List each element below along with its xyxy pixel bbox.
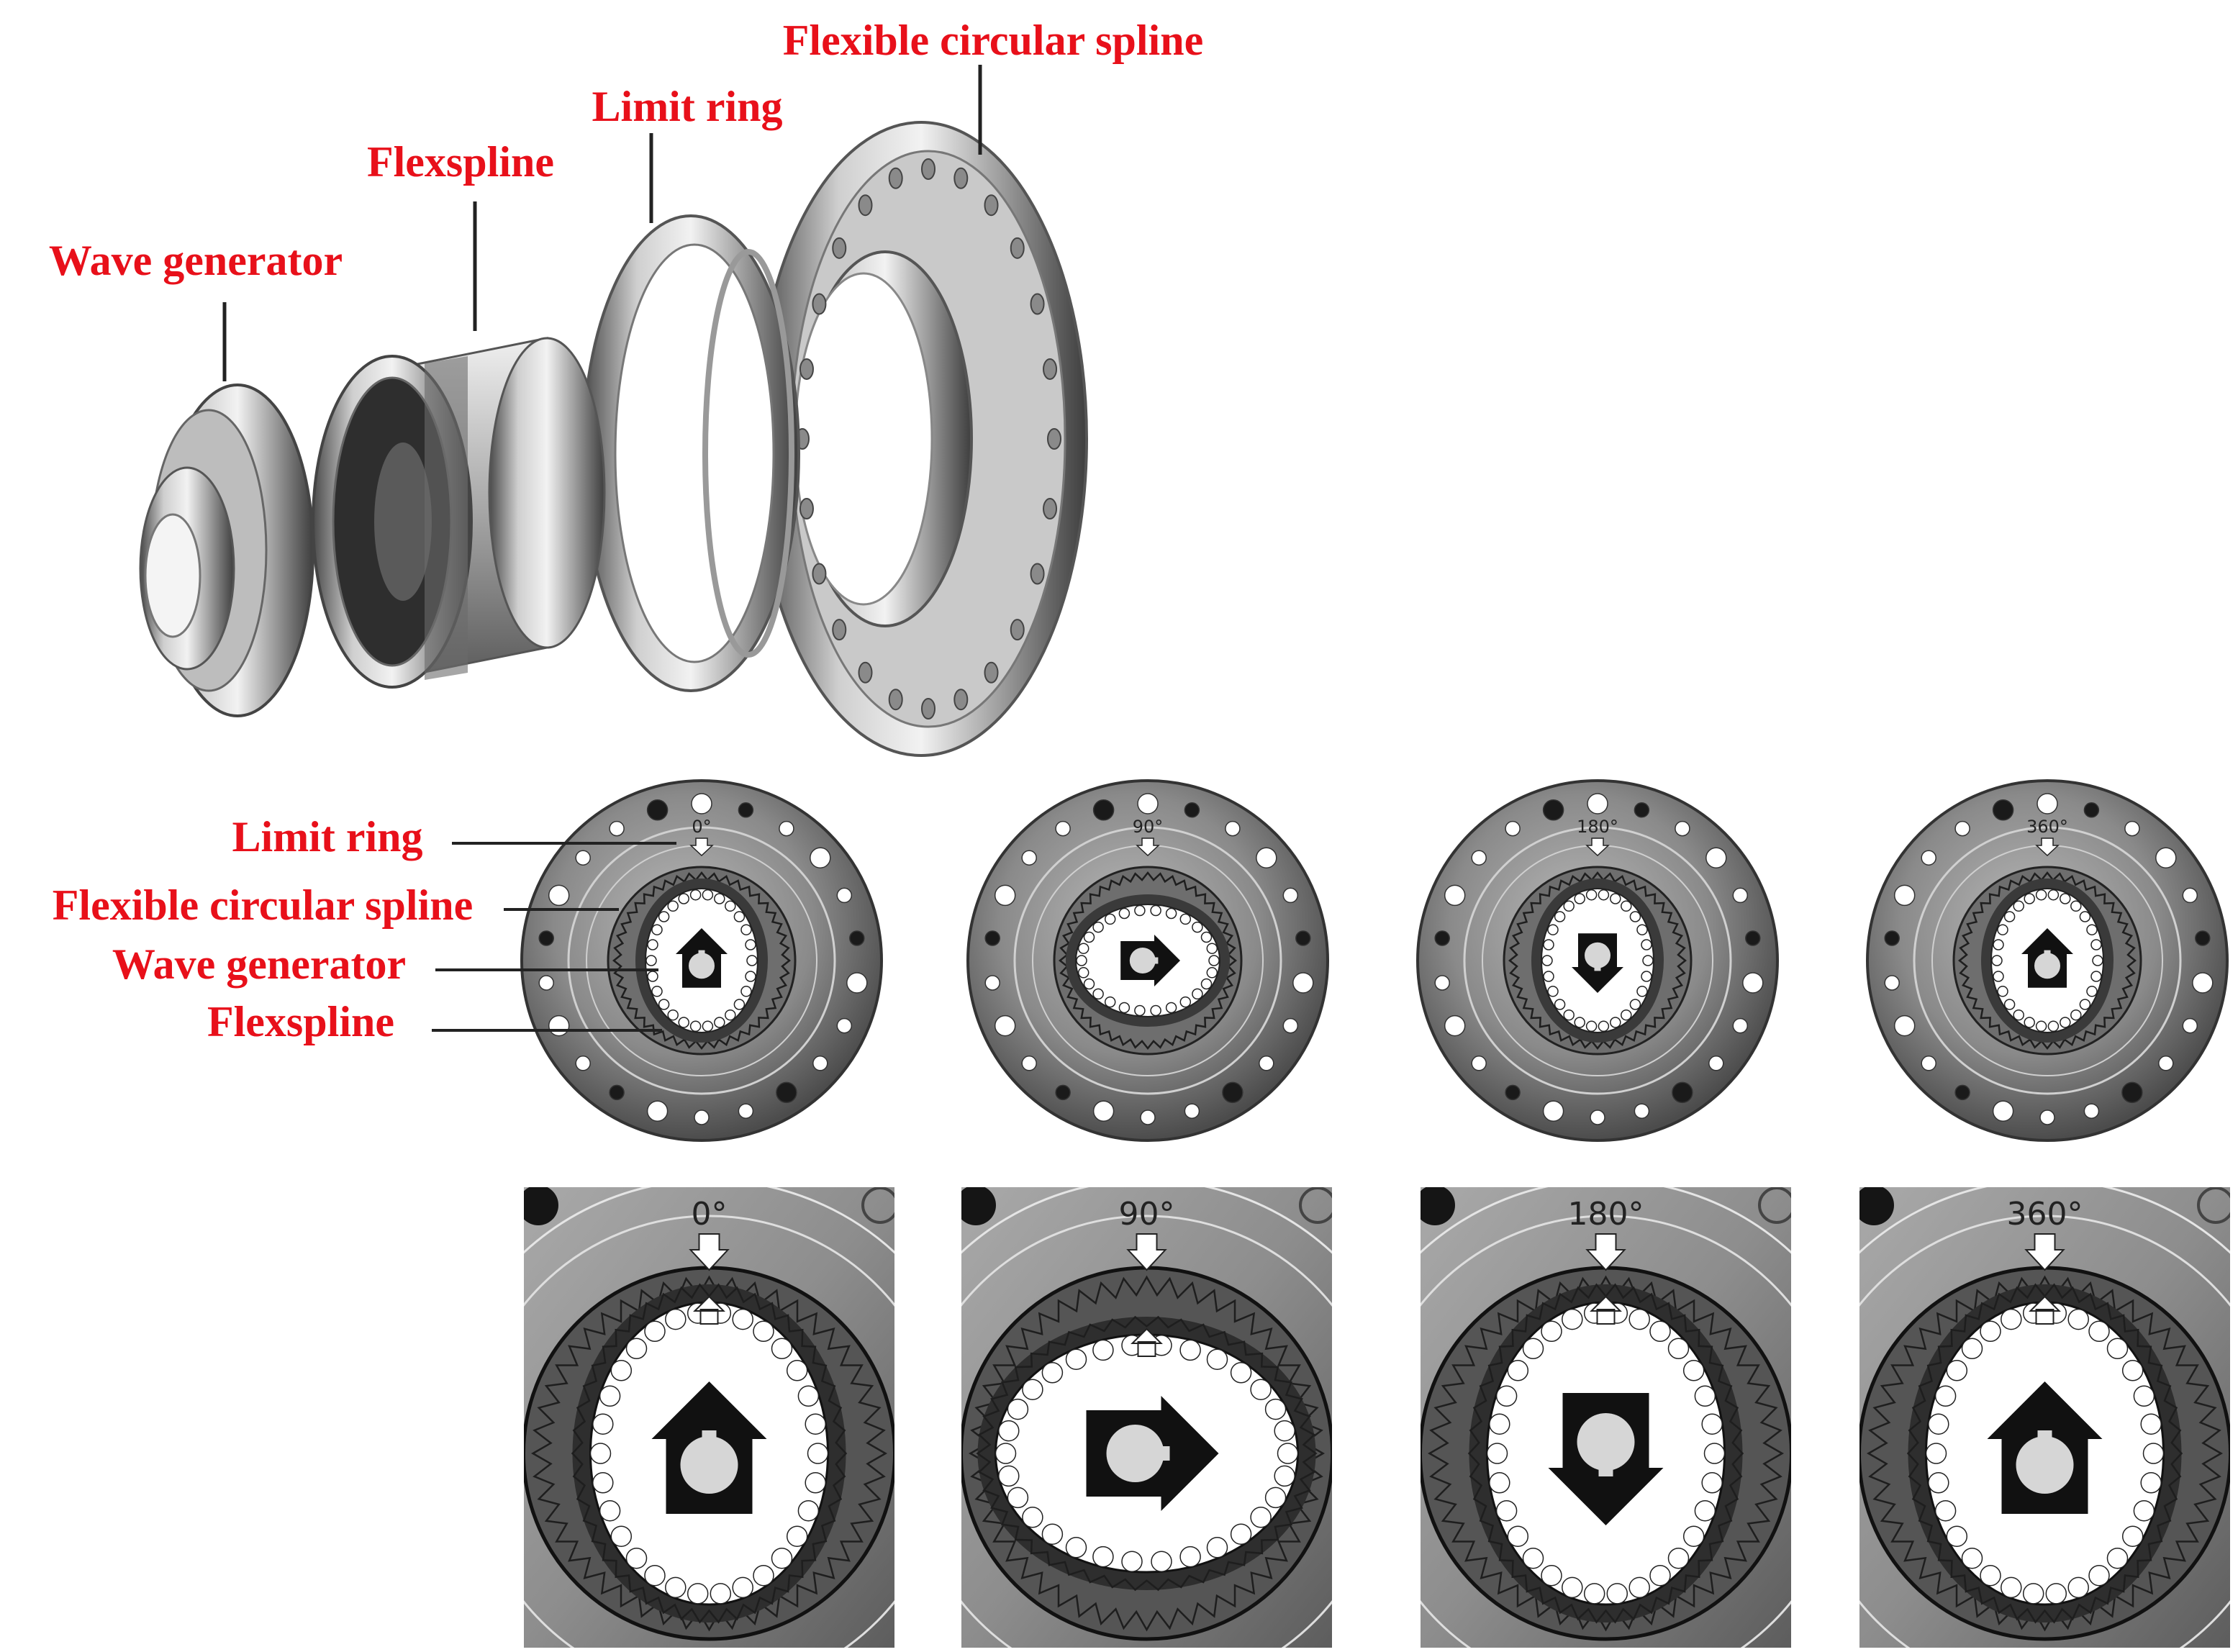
zoom-angle-label: 90°	[1119, 1196, 1175, 1233]
wave-generator-arrow-symbol	[1120, 934, 1181, 987]
zoom-panel: 0°	[524, 1187, 894, 1648]
flexible-circular-spline-part	[754, 121, 1088, 757]
front-view-row: 0° 90° 180° 360°	[520, 779, 2229, 1142]
front-view-disc: 90°	[966, 779, 1329, 1142]
flange-hole	[1010, 619, 1025, 641]
gear-teeth	[1508, 871, 1687, 1050]
gear-teeth	[968, 1275, 1326, 1632]
flange-hole	[1030, 563, 1045, 585]
label-limit-ring: Limit ring	[592, 83, 783, 130]
zoom-panel-row: 0° 90° 180° 360°	[524, 1187, 2230, 1648]
bearing-balls	[1486, 1302, 1726, 1605]
flange-hole	[984, 194, 999, 217]
zoom-panel: 180°	[1421, 1187, 1791, 1648]
front-angle-label: 180°	[1577, 817, 1618, 837]
zoom-angle-label: 360°	[2007, 1196, 2083, 1233]
front-label-limit-ring: Limit ring	[232, 813, 423, 861]
wave-generator-arrow-symbol	[1548, 1393, 1664, 1525]
flange-hole	[921, 158, 935, 180]
front-view-disc: 180°	[1416, 779, 1779, 1142]
gear-teeth	[612, 871, 792, 1050]
wave-generator-part	[139, 384, 314, 717]
flexspline-part	[312, 337, 606, 689]
bearing-balls	[589, 1302, 829, 1605]
exploded-leader-lines	[222, 65, 982, 381]
flange-hole	[799, 358, 814, 380]
front-view-labels: Limit ring Flexible circular spline Wave…	[53, 813, 676, 1045]
front-label-wave-generator: Wave generator	[112, 940, 406, 988]
flange-hole	[1030, 293, 1045, 315]
label-flexspline: Flexspline	[367, 138, 554, 186]
gear-teeth	[530, 1275, 888, 1632]
wave-generator-arrow-symbol	[1086, 1396, 1219, 1511]
bearing-balls	[1925, 1302, 2165, 1605]
bearing-balls	[1076, 904, 1220, 1017]
front-angle-label: 90°	[1133, 817, 1164, 837]
flange-hole	[921, 698, 935, 720]
fixed-marker-arrow	[689, 1233, 730, 1271]
fixed-marker-arrow	[2024, 1233, 2065, 1271]
wave-generator-arrow-symbol	[651, 1381, 767, 1514]
flange-hole	[1043, 498, 1058, 520]
fixed-marker-arrow	[1126, 1233, 1167, 1271]
limit-ring-part	[581, 214, 800, 692]
flange-hole	[799, 498, 814, 520]
bearing-balls	[1541, 889, 1654, 1032]
gear-teeth	[1957, 871, 2137, 1050]
zoom-angle-label: 0°	[692, 1196, 728, 1233]
flange-hole	[1047, 428, 1061, 450]
front-angle-label: 0°	[692, 817, 711, 837]
flange-hole	[953, 167, 969, 189]
gear-teeth	[571, 1283, 848, 1624]
gear-teeth	[976, 1315, 1318, 1592]
label-wave-generator: Wave generator	[49, 237, 343, 284]
front-view-disc: 0°	[520, 779, 883, 1142]
flange-hole	[858, 661, 873, 684]
flange-hole	[888, 167, 903, 189]
front-label-flexible-circular-spline: Flexible circular spline	[53, 881, 473, 929]
flange-hole	[1043, 358, 1058, 380]
gear-teeth	[1467, 1283, 1744, 1624]
front-angle-label: 360°	[2026, 817, 2068, 837]
gear-teeth	[1866, 1275, 2224, 1632]
front-view-disc: 360°	[1866, 779, 2229, 1142]
wave-generator-arrow-symbol	[1987, 1381, 2103, 1514]
flange-hole	[984, 661, 999, 684]
zoom-panel: 360°	[1859, 1187, 2230, 1648]
wave-generator-arrow-symbol	[1572, 933, 1623, 993]
gear-teeth	[1427, 1275, 1785, 1632]
front-label-flexspline: Flexspline	[207, 998, 394, 1045]
bearing-balls	[645, 889, 758, 1032]
gear-teeth	[1906, 1283, 2183, 1624]
flange-hole	[812, 293, 827, 315]
flange-hole	[812, 563, 827, 585]
flange-hole	[1010, 237, 1025, 259]
wave-generator-arrow-symbol	[676, 928, 728, 988]
label-flexible-circular-spline: Flexible circular spline	[783, 17, 1203, 64]
fixed-marker-arrow	[1585, 1233, 1626, 1271]
bearing-balls	[995, 1335, 1299, 1572]
exploded-view: Flexible circular spline Limit ring Flex…	[49, 17, 1203, 757]
zoom-angle-label: 180°	[1568, 1196, 1644, 1233]
flange-hole	[832, 237, 847, 259]
wave-generator-arrow-symbol	[2021, 928, 2073, 988]
flange-hole	[953, 689, 969, 711]
flange-hole	[832, 619, 847, 641]
flange-hole	[888, 689, 903, 711]
gear-teeth	[1058, 871, 1238, 1050]
bearing-balls	[1991, 889, 2103, 1032]
zoom-panel: 90°	[961, 1187, 1332, 1648]
flange-hole	[858, 194, 873, 217]
